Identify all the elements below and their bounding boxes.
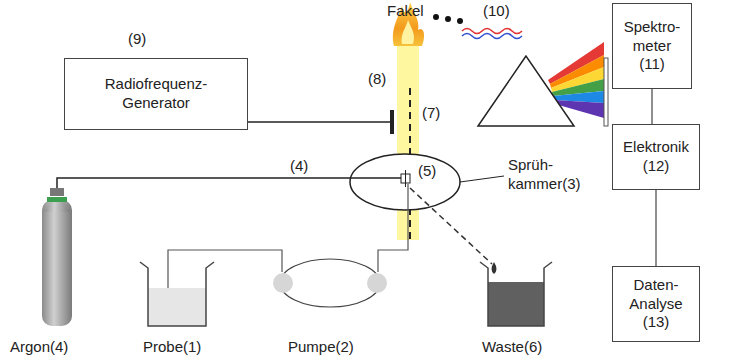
pump-loop — [280, 259, 380, 307]
pump-roller — [273, 273, 293, 293]
part-label: Probe(1) — [143, 338, 201, 357]
waste-beaker — [480, 262, 552, 326]
part-label: Waste(6) — [482, 338, 542, 357]
callout-number: (7) — [422, 104, 440, 123]
callout-number: (9) — [128, 30, 146, 49]
spray-chamber — [350, 154, 460, 210]
emission-wave — [462, 34, 522, 39]
argon-cylinder — [42, 200, 72, 326]
analysis-box: Daten- Analyse (13) — [612, 266, 700, 342]
emission-wave — [462, 29, 522, 34]
callout-number: (8) — [368, 70, 386, 89]
spectrometer-box: Spektro- meter (11) — [612, 3, 692, 89]
part-label: Sprüh- kammer(3) — [508, 156, 586, 194]
generator-box: Radiofrequenz- Generator — [64, 58, 248, 130]
waste-drain — [410, 188, 492, 264]
sample-tube — [378, 184, 408, 272]
callout-number: (4) — [290, 157, 308, 176]
rf-wire — [248, 121, 392, 123]
callout-number: (5) — [418, 162, 436, 181]
box-text: Elektronik (12) — [619, 138, 693, 176]
connector — [656, 190, 657, 266]
rf-coil — [390, 110, 394, 134]
connector — [652, 89, 653, 124]
torch-label: Fakel — [387, 2, 424, 21]
sample-beaker — [140, 262, 214, 326]
argon-line — [57, 178, 401, 190]
prism — [478, 56, 574, 126]
part-label: Pumpe(2) — [288, 338, 354, 357]
callout-number: (10) — [483, 2, 510, 21]
box-text: Radiofrequenz- Generator — [89, 75, 224, 113]
part-label: Argon(4) — [10, 338, 68, 357]
box-text: Daten- Analyse (13) — [619, 276, 693, 332]
detector-screen — [604, 58, 608, 126]
electronics-box: Elektronik (12) — [612, 124, 700, 190]
box-text: Spektro- meter (11) — [619, 18, 685, 74]
pump-roller — [367, 273, 387, 293]
